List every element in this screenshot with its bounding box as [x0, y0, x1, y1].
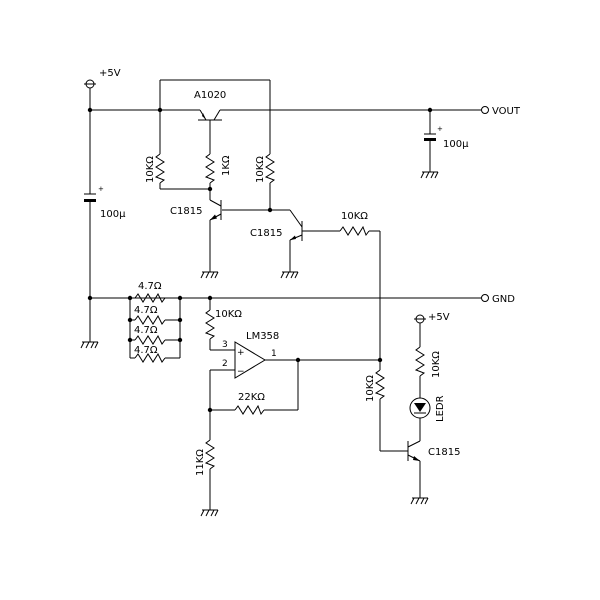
opamp-plus-sign: + — [237, 348, 245, 358]
resistor-led-base — [374, 369, 386, 400]
pin-noninv: 3 — [222, 340, 228, 350]
resistor-shunt-3 — [134, 334, 166, 345]
resistor-feedback — [234, 404, 265, 416]
led-diode — [409, 397, 431, 419]
junctions — [87, 107, 433, 413]
r-error-base-label: 10KΩ — [341, 211, 368, 222]
r-feedback-label: 22KΩ — [238, 392, 265, 403]
error-transistor — [289, 209, 303, 241]
ground-symbol — [80, 341, 99, 349]
resistor-led — [414, 346, 426, 377]
pass-transistor — [198, 109, 222, 121]
resistor-pass-base — [204, 153, 216, 184]
drive-transistor — [209, 199, 222, 221]
vout-label: VOUT — [492, 106, 521, 117]
opamp-minus-sign: − — [237, 367, 245, 377]
led-supply-label: +5V — [428, 312, 450, 323]
error-transistor-label: C1815 — [250, 228, 282, 239]
ground-symbol — [280, 271, 299, 279]
resistor-gain — [204, 439, 216, 470]
resistor-pass-base-right — [264, 153, 276, 184]
r-gain-label: 11KΩ — [195, 449, 206, 476]
vout-terminal — [481, 106, 489, 114]
supply-label: +5V — [99, 68, 121, 79]
vcc-terminal — [84, 79, 96, 89]
svg-text:+: + — [437, 125, 443, 133]
pin-out: 1 — [271, 349, 277, 359]
led-transistor — [407, 440, 421, 462]
led-label: LEDR — [435, 395, 446, 422]
input-capacitor: + — [84, 185, 104, 202]
led-supply-terminal — [414, 314, 426, 324]
r-pass-base-left-label: 10KΩ — [145, 156, 156, 183]
resistor-opamp-input — [204, 309, 216, 340]
pass-transistor-label: A1020 — [194, 90, 226, 101]
ground-symbol — [200, 509, 219, 517]
r-pass-base-right-label: 10KΩ — [255, 156, 266, 183]
r-led-label: 10KΩ — [431, 351, 442, 378]
resistor-shunt-4 — [134, 352, 166, 363]
output-cap-label: 100μ — [443, 139, 469, 150]
resistor-error-base — [339, 225, 370, 237]
opamp-label: LM358 — [246, 331, 279, 342]
r-led-base-label: 10KΩ — [365, 375, 376, 402]
r-shunt-3-label: 4.7Ω — [134, 325, 158, 336]
gnd-label: GND — [492, 294, 515, 305]
r-shunt-4-label: 4.7Ω — [134, 345, 158, 356]
ground-symbol — [200, 271, 219, 279]
svg-text:+: + — [98, 185, 104, 193]
opamp — [234, 341, 266, 379]
gnd-terminal — [481, 294, 489, 302]
ground-symbol — [420, 171, 439, 179]
ground-symbol — [410, 497, 429, 505]
r-opamp-in-label: 10KΩ — [215, 309, 242, 320]
led-transistor-label: C1815 — [428, 447, 460, 458]
resistor-pass-base-left — [154, 153, 166, 184]
input-cap-label: 100μ — [100, 209, 126, 220]
r-shunt-2-label: 4.7Ω — [134, 305, 158, 316]
pin-inv: 2 — [222, 359, 228, 369]
output-capacitor: + — [424, 125, 443, 141]
resistor-shunt-1 — [134, 292, 166, 303]
r-pass-base-label: 1KΩ — [221, 155, 232, 176]
resistor-shunt-2 — [134, 314, 166, 325]
drive-transistor-label: C1815 — [170, 206, 202, 217]
r-shunt-1-label: 4.7Ω — [138, 281, 162, 292]
